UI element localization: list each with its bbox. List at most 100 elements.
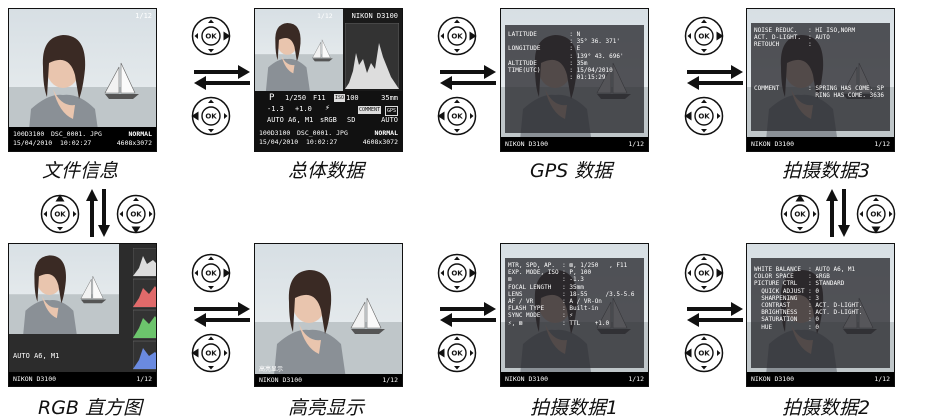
iso-value: 100 (346, 94, 359, 102)
multi-selector-up-icon (780, 194, 820, 234)
multi-selector-up-icon (40, 194, 80, 234)
footer-bar (747, 372, 894, 386)
white-balance: AUTO A6, M1 (267, 116, 314, 124)
arrow-right-left-icon (194, 65, 250, 90)
arrow-up-down-icon (826, 189, 850, 237)
multi-selector-right-icon (684, 253, 724, 293)
active-d-lighting: AUTO (381, 116, 398, 124)
gps-data-lines: LATITUDE : N : 35° 36. 371' LONGITUDE : … (508, 31, 624, 82)
white-balance: AUTO A6, M1 (13, 352, 60, 360)
frame-counter: 1/12 (317, 12, 333, 20)
multi-selector-right-icon (437, 253, 477, 293)
file-name: DSC_0001. JPG (51, 130, 102, 138)
camera-name: NIKON D3100 (351, 12, 398, 20)
gps-badge: GPS (384, 106, 398, 116)
multi-selector-right-icon (437, 16, 477, 56)
image-size: 4608x3072 (362, 138, 398, 146)
date-time: 15/04/2010 10:02:27 (13, 139, 92, 147)
caption-rgb-histogram: RGB 直方图 (38, 397, 142, 419)
folder-name: 100D3100 (13, 130, 45, 138)
shooting-data-2-lines: WHITE BALANCE : AUTO A6, M1 COLOR SPACE … (754, 266, 863, 331)
arrow-right-left-icon (194, 302, 250, 327)
multi-selector-right-icon (191, 253, 231, 293)
multi-selector-left-icon (437, 96, 477, 136)
screen-shooting-data-3: NOISE REDUC. : HI ISO,NORM ACT. D-LIGHT.… (746, 8, 895, 152)
caption-shooting-data-1: 拍摄数据1 (530, 397, 619, 419)
arrow-up-down-icon (86, 189, 110, 237)
caption-file-info: 文件信息 (42, 160, 119, 182)
screen-shooting-data-1: MTR, SPD, AP. : ⊠, 1/250 , F11 EXP. MODE… (500, 243, 649, 387)
caption-gps-data: GPS 数据 (530, 160, 613, 182)
date-time: 15/04/2010 10:02:27 (259, 138, 338, 146)
shooting-mode: P (269, 93, 275, 103)
arrow-right-left-icon (440, 302, 496, 327)
image-size: 4608x3072 (116, 139, 152, 147)
multi-selector-down-icon (116, 194, 156, 234)
frame-counter: 1/12 (382, 376, 398, 384)
footer-bar (747, 137, 894, 151)
caption-shooting-data-2: 拍摄数据2 (782, 397, 871, 419)
footer-bar (501, 372, 648, 386)
shutter-speed: 1/250 (285, 94, 307, 102)
photo-thumbnail (255, 244, 402, 386)
screen-gps-data: LATITUDE : N : 35° 36. 371' LONGITUDE : … (500, 8, 649, 152)
highlights-label: 高亮显示 (259, 366, 284, 373)
footer-bar (9, 372, 156, 386)
rgb-histograms (133, 248, 156, 370)
footer-bar (501, 137, 648, 151)
camera-name: NIKON D3100 (13, 375, 57, 383)
screen-highlights: 高亮显示 NIKON D3100 1/12 (254, 243, 403, 387)
arrow-right-left-icon (687, 302, 743, 327)
caption-overview: 总体数据 (288, 160, 365, 182)
camera-name: NIKON D3100 (751, 140, 795, 148)
folder-name: 100D3100 (259, 129, 291, 137)
camera-name: NIKON D3100 (505, 140, 549, 148)
multi-selector-right-icon (684, 16, 724, 56)
luminance-histogram (345, 23, 399, 89)
exposure-compensation: -1.3 (267, 105, 284, 113)
comment-badge: COMMENT (358, 106, 382, 114)
caption-shooting-data-3: 拍摄数据3 (782, 160, 871, 182)
arrow-right-left-icon (687, 65, 743, 90)
screen-overview: 1/12 NIKON D3100 P 1/250 F11 ISO 100 35m… (254, 8, 403, 152)
arrow-right-left-icon (440, 65, 496, 90)
image-quality: NORMAL (128, 130, 152, 138)
data-panel (751, 23, 890, 131)
screen-file-info: 1/12 100D3100 DSC_0001. JPG NORMAL 15/04… (8, 8, 157, 152)
multi-selector-left-icon (437, 333, 477, 373)
frame-counter: 1/12 (135, 12, 152, 20)
camera-name: NIKON D3100 (505, 375, 549, 383)
photo-thumbnail (255, 9, 343, 91)
aperture: F11 (313, 94, 326, 102)
camera-name: NIKON D3100 (751, 375, 795, 383)
flash-icon: ⚡ (325, 103, 330, 112)
caption-highlights: 高亮显示 (288, 397, 365, 419)
file-name: DSC_0001. JPG (297, 129, 348, 137)
screen-rgb-histogram: AUTO A6, M1 NIKON D3100 1/12 (8, 243, 157, 387)
multi-selector-right-icon (191, 16, 231, 56)
multi-selector-down-icon (856, 194, 896, 234)
screen-shooting-data-2: WHITE BALANCE : AUTO A6, M1 COLOR SPACE … (746, 243, 895, 387)
gps-panel (505, 25, 644, 133)
flash-compensation: +1.0 (295, 105, 312, 113)
frame-counter: 1/12 (628, 375, 644, 383)
photo-thumbnail (9, 244, 119, 334)
data-panel (751, 258, 890, 368)
frame-counter: 1/12 (874, 140, 890, 148)
frame-counter: 1/12 (628, 140, 644, 148)
focal-length: 35mm (381, 94, 398, 102)
multi-selector-left-icon (684, 96, 724, 136)
multi-selector-left-icon (191, 96, 231, 136)
picture-control: SD (347, 116, 356, 124)
data-panel (505, 258, 644, 368)
multi-selector-left-icon (191, 333, 231, 373)
color-space: sRGB (320, 116, 337, 124)
frame-counter: 1/12 (136, 375, 152, 383)
info-bar (9, 127, 156, 151)
image-quality: NORMAL (374, 129, 398, 137)
shooting-data-3-lines: NOISE REDUC. : HI ISO,NORM ACT. D-LIGHT.… (754, 27, 885, 99)
shooting-data-1-lines: MTR, SPD, AP. : ⊠, 1/250 , F11 EXP. MODE… (508, 262, 635, 327)
footer-bar (255, 374, 402, 386)
camera-name: NIKON D3100 (259, 376, 303, 384)
multi-selector-left-icon (684, 333, 724, 373)
